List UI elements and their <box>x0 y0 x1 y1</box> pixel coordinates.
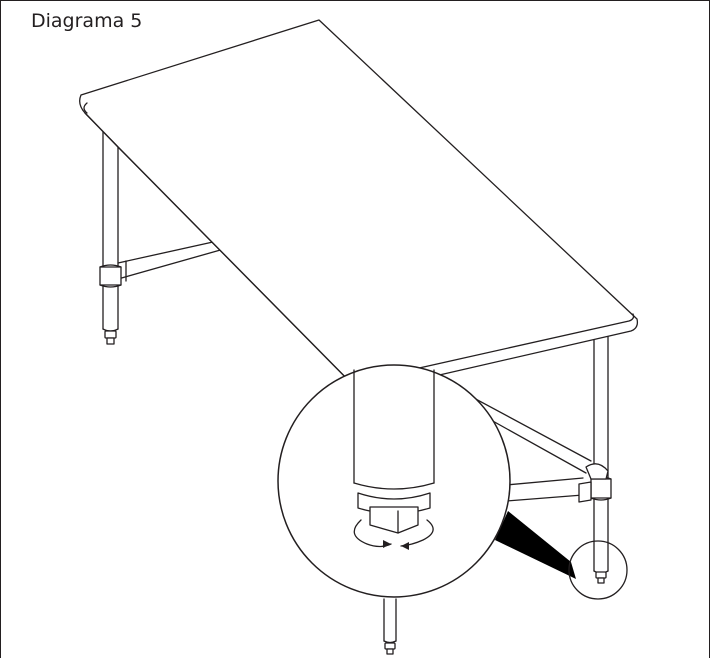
front-right-collar <box>578 463 612 503</box>
detail-magnifier <box>277 364 511 598</box>
table-top <box>79 19 639 394</box>
back-left-leg <box>102 125 119 345</box>
front-right-leg <box>593 335 609 584</box>
detail-target-circle <box>568 540 628 600</box>
front-left-leg-foot <box>383 598 397 655</box>
front-end-rail <box>505 477 584 502</box>
diagram-title: Diagrama 5 <box>31 10 143 32</box>
callout-pointer <box>495 511 576 579</box>
back-left-collar <box>99 264 122 288</box>
